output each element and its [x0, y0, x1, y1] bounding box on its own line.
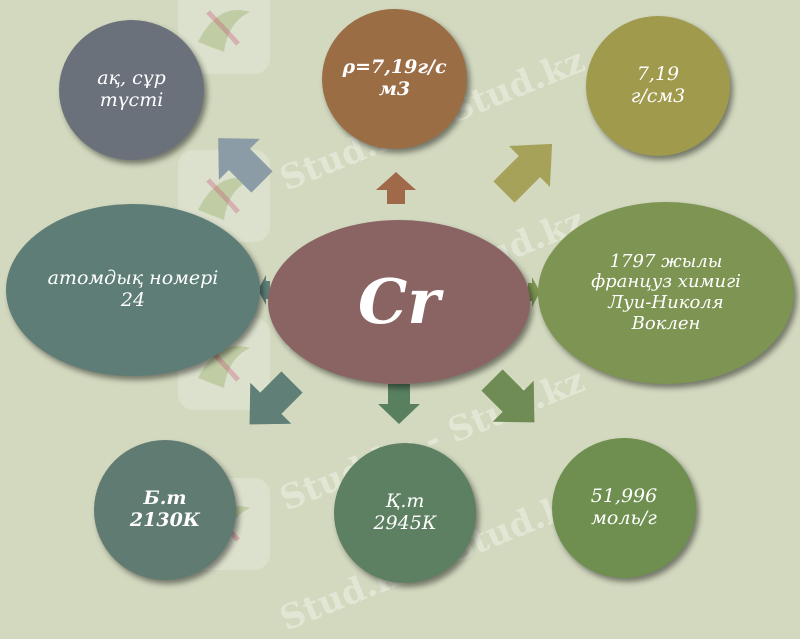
- node-center-element: Cr: [268, 220, 530, 384]
- node-boiling-point: Қ.т 2945К: [334, 443, 476, 583]
- node-atomic-number: атомдық номері 24: [6, 204, 260, 376]
- node-density-value-label: 7,19 г/см3: [630, 63, 686, 107]
- node-discovery: 1797 жылы француз химигі Луи-Николя Вокл…: [538, 202, 794, 384]
- arrow-to-atomic-number: [258, 275, 270, 305]
- node-atomic-number-label: атомдық номері 24: [47, 267, 219, 311]
- node-molar-mass-label: 51,996 моль/г: [590, 485, 658, 529]
- node-molar-mass: 51,996 моль/г: [552, 438, 696, 578]
- arrow-to-density-formula: [376, 172, 416, 204]
- connector-arrows: [218, 138, 553, 425]
- arrow-to-color: [218, 138, 273, 193]
- node-color-label: ақ, сұр түсті: [97, 67, 166, 111]
- arrow-to-molar-mass: [481, 369, 535, 423]
- node-density-formula: ρ=7,19г/с м3: [322, 9, 467, 149]
- diagram-canvas: Stud.kz - Stud.kz Stud.kz - Stud.kz Stud…: [6, 0, 794, 639]
- node-discovery-label: 1797 жылы француз химигі Луи-Николя Вокл…: [591, 250, 741, 334]
- node-color: ақ, сұр түсті: [59, 20, 204, 160]
- node-melting-point-label: Б.т 2130К: [129, 487, 201, 531]
- node-boiling-point-label: Қ.т 2945К: [373, 490, 437, 534]
- arrow-to-density-value: [493, 143, 553, 203]
- node-density-value: 7,19 г/см3: [586, 16, 730, 156]
- node-density-formula-label: ρ=7,19г/с м3: [342, 56, 447, 100]
- node-melting-point: Б.т 2130К: [94, 440, 236, 580]
- arrow-to-boiling-point: [378, 384, 420, 424]
- center-symbol: Cr: [357, 265, 440, 339]
- arrow-to-discovery: [528, 277, 540, 307]
- arrow-to-melting-point: [249, 371, 303, 425]
